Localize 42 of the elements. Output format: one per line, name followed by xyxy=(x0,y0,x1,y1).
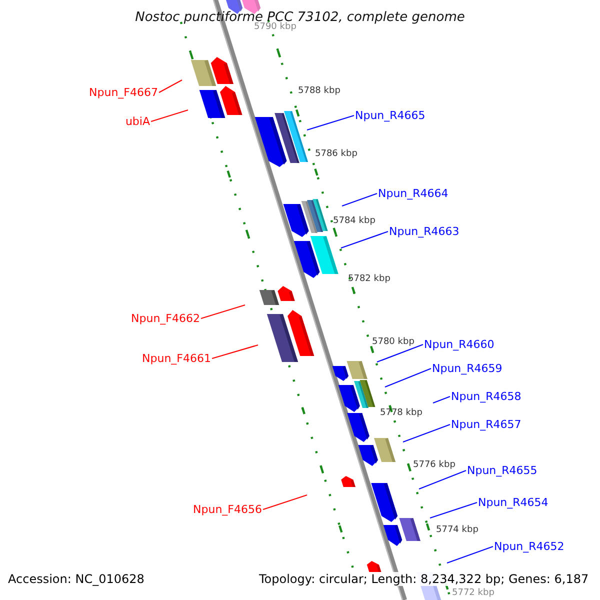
scale-label: 5780 kbp xyxy=(372,338,414,347)
gene-label: Npun_R4658 xyxy=(451,391,522,402)
footer-text: Accession: NC_010628 xyxy=(6,572,146,586)
gene-label: Npun_F4662 xyxy=(131,313,200,324)
scale-label: 5782 kbp xyxy=(348,275,390,284)
leader-line xyxy=(212,344,258,360)
scale-label: 5790 kbp xyxy=(254,23,296,32)
leader-line xyxy=(418,470,466,490)
scale-label: 5778 kbp xyxy=(380,409,422,418)
scale-label: 5788 kbp xyxy=(298,87,340,96)
gene-label: Npun_R4654 xyxy=(478,497,548,508)
scale-label: 5786 kbp xyxy=(315,150,358,159)
leader-line xyxy=(200,304,246,320)
gene-label: Npun_R4652 xyxy=(494,541,564,552)
gene-label: Npun_R4659 xyxy=(432,363,502,374)
scale-label: 5772 kbp xyxy=(452,589,494,598)
scale-label: 5784 kbp xyxy=(333,217,376,226)
gene-label: Npun_F4656 xyxy=(193,504,262,515)
leader-line xyxy=(384,368,432,388)
leader-line xyxy=(446,546,494,564)
gene-label: ubiA xyxy=(125,116,150,127)
leader-line xyxy=(306,114,354,131)
gene-label: Npun_R4660 xyxy=(424,339,494,350)
leader-line xyxy=(432,396,450,404)
leader-line xyxy=(340,230,388,249)
leader-line xyxy=(430,502,478,519)
gene-label: Npun_R4655 xyxy=(467,465,538,476)
leader-line xyxy=(342,192,378,207)
leader-line xyxy=(376,344,424,363)
leader-line xyxy=(402,424,450,443)
scale-label: 5776 kbp xyxy=(413,461,456,470)
gene-label: Npun_F4667 xyxy=(89,87,158,98)
gene-label: Npun_R4664 xyxy=(378,188,448,199)
leader-line xyxy=(262,494,308,510)
leader-line xyxy=(150,109,188,122)
gene-label: Npun_R4657 xyxy=(451,419,522,430)
leader-line xyxy=(158,80,182,93)
gene-label: Npun_R4665 xyxy=(355,110,426,121)
gene-label: Npun_F4661 xyxy=(142,353,211,364)
footer-text: Topology: circular; Length: 8,234,322 bp; Genes: 6,187 xyxy=(257,572,591,586)
gene-label: Npun_R4663 xyxy=(389,226,460,237)
scale-label: 5774 kbp xyxy=(436,526,478,535)
